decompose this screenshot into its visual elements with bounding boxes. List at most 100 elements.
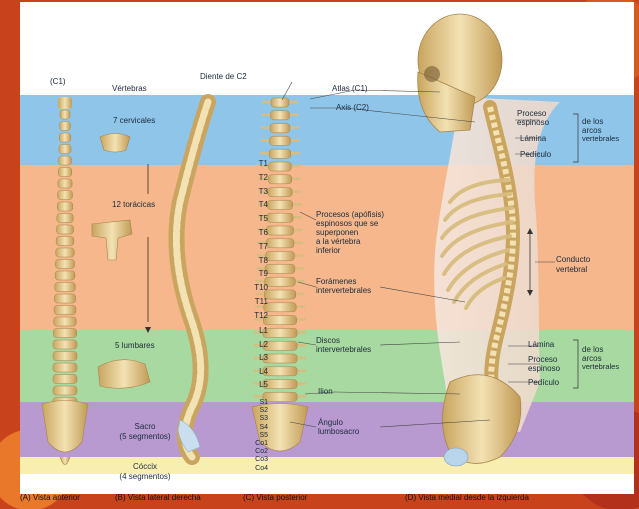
vertebra-level-label: Co2 xyxy=(246,448,268,455)
caption-d: (D) Vista medial desde la izquierda xyxy=(405,493,529,502)
anterior-vertebra xyxy=(57,202,73,211)
region-arrows xyxy=(145,164,151,333)
posterior-vertebra xyxy=(266,239,294,248)
anterior-vertebra xyxy=(53,329,76,338)
procesos-label-2: espinosos que se xyxy=(316,219,378,228)
vertebra-level-label: L1 xyxy=(246,326,268,335)
vertebras-label: Vértebras xyxy=(112,84,147,93)
right-braces xyxy=(573,114,578,388)
vertebra-level-label: S5 xyxy=(246,432,268,439)
posterior-vertebra xyxy=(263,367,297,376)
anterior-vertebra xyxy=(55,271,75,280)
cervicales-label: 7 cervicales xyxy=(113,116,155,125)
posterior-vertebra xyxy=(264,290,296,299)
discos-label-2: intervertebrales xyxy=(316,345,371,354)
procesos-label-3: superponen xyxy=(316,228,358,237)
anterior-vertebra xyxy=(56,248,74,257)
vertebra-level-label: T7 xyxy=(246,242,268,251)
vertebra-level-label: T12 xyxy=(246,311,268,320)
anterior-vertebra xyxy=(54,294,75,303)
posterior-vertebra xyxy=(265,277,296,286)
posterior-vertebra xyxy=(263,380,297,389)
posterior-vertebra xyxy=(271,111,290,120)
discos-label-1: Discos xyxy=(316,336,340,345)
vertebra-level-label: T1 xyxy=(246,159,268,168)
proceso-label-2: espinoso xyxy=(517,118,549,127)
spine-diagram-panel: (C1) Vértebras 7 cervicales 12 torácicas… xyxy=(20,2,634,494)
posterior-vertebra xyxy=(267,226,294,235)
anterior-vertebra xyxy=(56,237,74,246)
caption-a: (A) Vista anterior xyxy=(20,493,80,502)
procesos-label-5: inferior xyxy=(316,246,340,255)
vertebra-level-label: T9 xyxy=(246,269,268,278)
vertebra-level-label: T10 xyxy=(246,283,268,292)
caption-b: (B) Vista lateral derecha xyxy=(115,493,201,502)
posterior-vertebra xyxy=(263,316,296,325)
posterior-vertebra xyxy=(267,213,293,222)
coccix-label: Cóccix xyxy=(110,462,180,471)
anterior-vertebra xyxy=(53,363,77,372)
pediculo-lower-label: Pedículo xyxy=(528,378,559,387)
anterior-vertebra xyxy=(54,317,77,326)
vertebra-level-label: L3 xyxy=(246,353,268,362)
vertebra-level-label: L4 xyxy=(246,367,268,376)
coccix-segments-label: (4 segmentos) xyxy=(110,472,180,481)
angulo-label-1: Ángulo xyxy=(318,418,343,427)
vertebra-level-label: Co3 xyxy=(246,456,268,463)
posterior-vertebra xyxy=(270,136,291,145)
lateral-spine-view xyxy=(176,102,208,457)
atlas-label: Atlas (C1) xyxy=(332,84,368,93)
ilion-label: Ilion xyxy=(318,387,333,396)
arcos-lower-label-3: vertebrales xyxy=(582,363,619,372)
vertebra-level-label: Co4 xyxy=(246,465,268,472)
vertebra-level-label: T3 xyxy=(246,187,268,196)
posterior-vertebra xyxy=(268,188,292,197)
axis-label: Axis (C2) xyxy=(336,103,369,112)
posterior-vertebra xyxy=(266,252,295,261)
proceso-label-1: Proceso xyxy=(517,109,546,118)
vertebra-level-label: S2 xyxy=(246,407,268,414)
vertebra-level-label: T11 xyxy=(246,297,268,306)
posterior-vertebra xyxy=(265,264,295,273)
anterior-spine-view xyxy=(42,97,88,465)
anterior-vertebra xyxy=(53,375,77,384)
vertebra-level-label: T6 xyxy=(246,228,268,237)
anterior-vertebra xyxy=(59,133,70,142)
posterior-vertebra xyxy=(263,341,297,350)
anterior-vertebra xyxy=(55,283,76,292)
vertebra-level-label: T4 xyxy=(246,200,268,209)
toracicas-label: 12 torácicas xyxy=(112,200,155,209)
lumbares-label: 5 lumbares xyxy=(115,341,155,350)
anterior-vertebra xyxy=(53,340,77,349)
posterior-vertebra xyxy=(268,175,291,184)
vertebra-level-label: S4 xyxy=(246,424,268,431)
vertebra-level-label: L2 xyxy=(246,340,268,349)
posterior-vertebra xyxy=(269,162,292,171)
vertebra-level-label: T8 xyxy=(246,256,268,265)
anterior-vertebra xyxy=(55,260,74,269)
posterior-vertebra xyxy=(263,392,297,401)
caption-c: (C) Vista posterior xyxy=(243,493,307,502)
sacro-label: Sacro xyxy=(110,422,180,431)
anterior-vertebra xyxy=(53,352,77,361)
proceso-lower-label-2: espinoso xyxy=(528,364,560,373)
arcos-label-3: vertebrales xyxy=(582,135,619,144)
diente-label: Diente de C2 xyxy=(200,72,247,81)
anterior-vertebra xyxy=(60,122,71,131)
procesos-label-1: Procesos (apófisis) xyxy=(316,210,384,219)
procesos-label-4: a la vértebra xyxy=(316,237,360,246)
vertebra-level-label: L5 xyxy=(246,380,268,389)
posterior-vertebra xyxy=(270,124,290,133)
proceso-lower-label-1: Proceso xyxy=(528,355,557,364)
arcos-lower-label-1: de los xyxy=(582,345,603,354)
posterior-vertebra xyxy=(271,98,289,107)
anterior-vertebra xyxy=(54,306,76,315)
anterior-vertebra xyxy=(58,179,72,188)
lamina-label: Lámina xyxy=(520,134,546,143)
vertebra-level-label: S1 xyxy=(246,399,268,406)
sacro-segments-label: (5 segmentos) xyxy=(110,432,180,441)
vertebra-level-label: Co1 xyxy=(246,440,268,447)
conducto-label-2: vertebral xyxy=(556,265,587,274)
anterior-vertebra xyxy=(58,168,72,177)
anterior-vertebra xyxy=(57,214,73,223)
